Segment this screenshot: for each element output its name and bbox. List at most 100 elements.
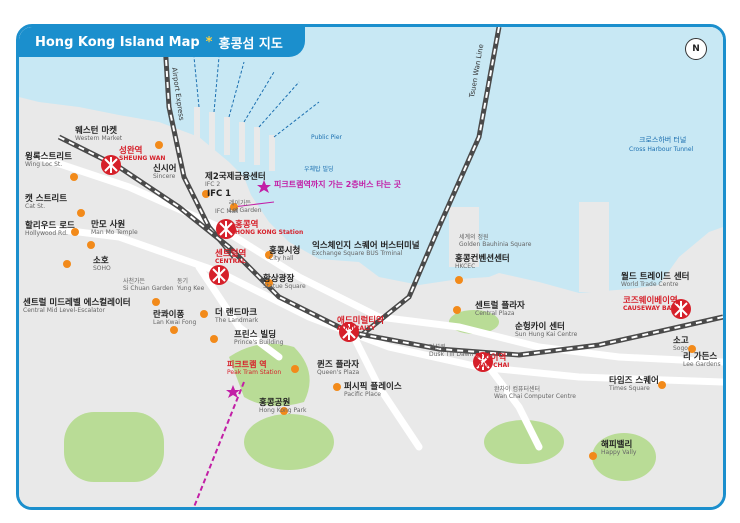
place-pacific-place[interactable]: 퍼시픽 플레이스 Pacific Place xyxy=(344,382,402,399)
title-star: * xyxy=(205,34,213,50)
place-ifc-mall[interactable]: IFC Mall xyxy=(215,208,239,216)
place-label-ko: 타임즈 스퀘어 xyxy=(609,376,659,386)
place-label-ko: IFC Mall xyxy=(215,208,239,215)
place-golden-bauhinia[interactable]: 세계의 정원 Golden Bauhinia Square xyxy=(459,234,532,248)
place-sun-hung-kai-centre[interactable]: 순헝카이 센터 Sun Hung Kai Centre xyxy=(515,322,577,339)
place-label-ko: 할리우드 로드 xyxy=(25,221,75,231)
bus-stop-note: 피크트램역까지 가는 2층버스 타는 곳 xyxy=(274,180,402,189)
place-wing-loc-st[interactable]: 윙록스트리트 Wing Loc St. xyxy=(25,152,72,169)
station-wan-chai-en: WAN CHAI xyxy=(475,362,510,370)
station-causeway-bay-en: CAUSEWAY BAY xyxy=(623,305,675,313)
station-wan-chai-ko: 완차이역 xyxy=(475,353,507,363)
place-hong-kong-park[interactable]: 홍콩공원 Hong Kong Park xyxy=(259,398,307,415)
place-label-ko: 해피밸리 xyxy=(601,440,633,450)
place-label-ko: 센트럴 플라자 xyxy=(475,301,525,311)
station-admiralty-en: ADMIRALTY xyxy=(337,325,376,333)
place-label-en: Lei Garden xyxy=(229,206,262,214)
place-exchange-square-bus[interactable]: 익스체인지 스퀘어 버스터미널 Exchange Square BUS Trmi… xyxy=(312,241,420,258)
place-the-landmark[interactable]: 더 랜드마크 The Landmark xyxy=(215,308,258,325)
place-yung-kee[interactable]: 동기 Yung Kee xyxy=(177,278,205,292)
place-label-ko: 프린스 빌딩 xyxy=(234,330,277,340)
place-lan-kwai-fong[interactable]: 란콰이퐁 Lan Kwai Fong xyxy=(153,310,197,327)
place-sogo[interactable]: 소고 Sogo xyxy=(673,336,689,353)
place-lee-gardens[interactable]: 리 가든스 Lee Gardens xyxy=(683,352,721,369)
peak-tram-station[interactable]: 피크트램 역 Peak Tram Station xyxy=(227,360,282,376)
map-title-korean: 홍콩섬 지도 xyxy=(218,36,283,52)
place-label-ko: 퀸즈 플라자 xyxy=(317,360,360,370)
place-statue-square[interactable]: 황상광장 Statue Square xyxy=(263,274,306,291)
place-label-ko: 센트럴 미드레벨 에스컬레이터 xyxy=(23,298,131,308)
map-canvas[interactable] xyxy=(19,27,723,507)
place-label-en: Yung Kee xyxy=(177,284,205,292)
public-pier-label: Public Pier xyxy=(311,134,342,141)
station-wan-chai[interactable]: 완차이역 WAN CHAI xyxy=(475,353,510,370)
place-label-ko: 사천가든 xyxy=(123,278,146,285)
station-causeway-bay[interactable]: 코즈웨이베이역 CAUSEWAY BAY xyxy=(623,296,678,313)
place-label-en: Hong Kong Park xyxy=(259,407,307,415)
station-markers xyxy=(101,155,691,372)
place-happy-valley[interactable]: 해피밸리 Happy Vally xyxy=(601,440,636,457)
place-central-plaza[interactable]: 센트럴 플라자 Central Plaza xyxy=(475,301,525,318)
place-western-market[interactable]: 웨스턴 마켓 Western Market xyxy=(75,126,122,143)
place-times-square[interactable]: 타임즈 스퀘어 Times Square xyxy=(609,376,659,393)
place-label-ko: 레이가든 xyxy=(229,200,252,207)
place-label-ko: 웨스턴 마켓 xyxy=(75,126,118,136)
place-label-ko: 월드 트레이드 센터 xyxy=(621,272,690,282)
place-label-ko: 딤섬퀸 xyxy=(429,344,446,351)
piers xyxy=(194,107,609,292)
place-label-en: Golden Bauhinia Square xyxy=(459,240,532,248)
place-label-ko: 동기 xyxy=(177,278,189,285)
place-label-ko: 소호 xyxy=(93,256,109,266)
station-central[interactable]: 센트럴역 CENTRAL xyxy=(215,249,246,266)
place-label-ko: 리 가든스 xyxy=(683,352,718,362)
place-mid-level-escalator[interactable]: 센트럴 미드레벨 에스컬레이터 Central Mid Level-Escala… xyxy=(23,298,131,315)
place-soho[interactable]: 소호 SOHO xyxy=(93,256,111,273)
station-sheung-wan[interactable]: 성완역 SHEUNG WAN xyxy=(119,146,165,163)
place-label-en: Lee Gardens xyxy=(683,361,721,369)
place-label-en: Si Chuan Garden xyxy=(123,284,174,292)
map-title: Hong Kong Island Map xyxy=(35,34,200,50)
place-hollywood-rd[interactable]: 할리우드 로드 Hollywood Rd. xyxy=(25,221,75,238)
station-hong-kong-ko: 홍콩역 xyxy=(235,220,259,230)
place-man-mo-temple[interactable]: 만모 사원 Man Mo Temple xyxy=(91,220,138,237)
place-queens-plaza[interactable]: 퀸즈 플라자 Queen's Plaza xyxy=(317,360,360,377)
place-sincere[interactable]: 신시어 Sincere xyxy=(153,164,176,181)
place-lei-garden[interactable]: 레이가든 Lei Garden xyxy=(229,200,262,214)
station-hong-kong[interactable]: 홍콩역 HONG KONG Station xyxy=(235,220,303,237)
place-wan-chai-computer-centre[interactable]: 완차이 컴퓨터센터 Wan Chai Computer Centre xyxy=(494,386,576,400)
peak-tram-line xyxy=(193,381,245,507)
place-label-en: Sincere xyxy=(153,173,176,181)
station-causeway-bay-ko: 코즈웨이베이역 xyxy=(623,296,678,306)
ferry-routes xyxy=(193,56,320,138)
peak-tram-star-icon xyxy=(226,385,240,398)
place-si-chuan-garden[interactable]: 사천가든 Si Chuan Garden xyxy=(123,278,174,292)
place-label-en: SOHO xyxy=(93,265,111,273)
place-ifc1[interactable]: IFC 1 xyxy=(207,189,231,199)
station-sheung-wan-ko: 성완역 xyxy=(119,146,143,156)
place-city-hall[interactable]: 홍콩시청 City hall xyxy=(269,246,301,263)
place-label-en: IFC 2 xyxy=(205,181,221,189)
place-label-en: Lan Kwai Fong xyxy=(153,319,197,327)
place-label-en: HKCEC xyxy=(455,263,476,271)
place-dusk-till-dawn[interactable]: 딤섬퀸 Dusk Till Dawn xyxy=(429,344,473,358)
place-label-en: Central Plaza xyxy=(475,310,515,318)
place-label-en: Statue Square xyxy=(263,283,306,291)
place-princes-building[interactable]: 프린스 빌딩 Prince's Building xyxy=(234,330,283,347)
place-label-ko: 홍콩시청 xyxy=(269,246,301,256)
peak-tram-en: Peak Tram Station xyxy=(227,368,282,376)
station-admiralty[interactable]: 애드미럴티역 ADMIRALTY xyxy=(337,316,384,333)
poi-markers xyxy=(63,141,696,460)
cross-harbour-ko: 크로스하버 터널 xyxy=(639,136,687,144)
place-label-ko: 순헝카이 센터 xyxy=(515,322,565,332)
place-label-en: City hall xyxy=(269,255,294,263)
place-label-ko: 소고 xyxy=(673,336,689,346)
place-ifc2[interactable]: 제2국제금융센터 IFC 2 xyxy=(205,172,266,189)
place-hkcec[interactable]: 홍콩컨벤션센터 HKCEC xyxy=(455,254,510,271)
place-label-ko: 만모 사원 xyxy=(91,220,126,230)
pier-building-label: 우체탑 빌딩 xyxy=(304,166,334,173)
place-label-ko: 홍콩공원 xyxy=(259,398,291,408)
place-label-ko: 퍼시픽 플레이스 xyxy=(344,382,402,392)
place-cat-st[interactable]: 캣 스트리트 Cat St. xyxy=(25,194,67,211)
place-world-trade-centre[interactable]: 월드 트레이드 센터 World Trade Centre xyxy=(621,272,690,289)
place-label-en: Times Square xyxy=(609,385,650,393)
